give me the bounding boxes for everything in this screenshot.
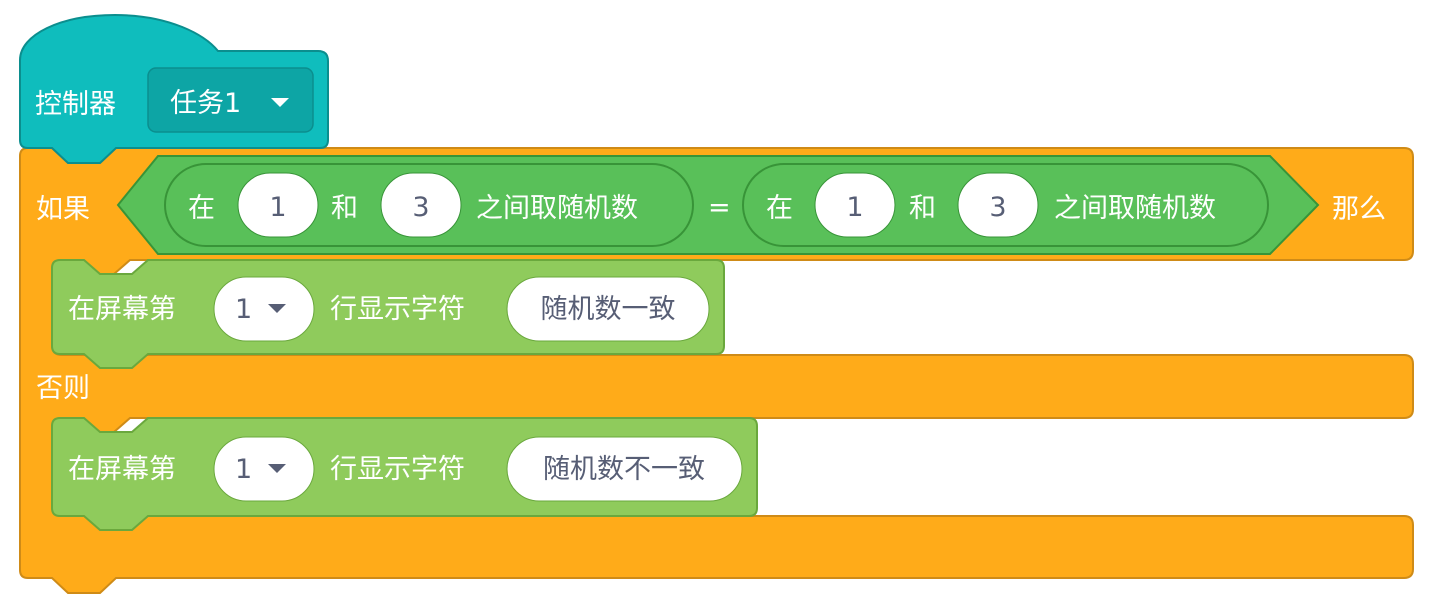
svg-text:1: 1 <box>269 192 286 223</box>
else-display-middle: 行显示字符 <box>330 454 465 485</box>
random-right-to-input[interactable]: 3 <box>957 172 1039 238</box>
task-dropdown[interactable]: 任务1 <box>147 67 314 133</box>
task-dropdown-value: 任务1 <box>170 88 241 119</box>
random-right-from-input[interactable]: 1 <box>814 172 896 238</box>
svg-text:随机数一致: 随机数一致 <box>541 294 676 325</box>
svg-text:3: 3 <box>989 192 1006 223</box>
chevron-down-icon <box>271 98 289 107</box>
hat-label: 控制器 <box>35 89 116 120</box>
random-right-and: 和 <box>909 193 936 224</box>
then-line-value: 1 <box>235 294 252 325</box>
if-label: 如果 <box>36 194 90 225</box>
else-line-dropdown[interactable]: 1 <box>213 436 315 502</box>
chevron-down-icon <box>268 304 286 313</box>
svg-text:随机数不一致: 随机数不一致 <box>543 454 705 485</box>
random-right-prefix: 在 <box>766 193 793 224</box>
equals-sign: = <box>708 192 731 223</box>
svg-text:3: 3 <box>412 192 429 223</box>
else-label: 否则 <box>36 373 90 404</box>
then-display-middle: 行显示字符 <box>330 294 465 325</box>
chevron-down-icon <box>268 464 286 473</box>
else-display-prefix: 在屏幕第 <box>68 454 176 485</box>
random-left-prefix: 在 <box>188 193 215 224</box>
then-display-prefix: 在屏幕第 <box>68 294 176 325</box>
else-line-value: 1 <box>235 454 252 485</box>
random-left-suffix: 之间取随机数 <box>476 193 638 224</box>
then-line-dropdown[interactable]: 1 <box>213 276 315 342</box>
random-reporter-left[interactable]: 在 1 和 3 之间取随机数 <box>164 163 694 247</box>
random-left-and: 和 <box>331 193 358 224</box>
random-right-suffix: 之间取随机数 <box>1054 193 1216 224</box>
else-text-input[interactable]: 随机数不一致 <box>506 436 743 502</box>
svg-text:1: 1 <box>846 192 863 223</box>
random-reporter-right[interactable]: 在 1 和 3 之间取随机数 <box>742 163 1269 247</box>
random-left-to-input[interactable]: 3 <box>380 172 462 238</box>
then-label: 那么 <box>1332 194 1386 225</box>
random-left-from-input[interactable]: 1 <box>237 172 319 238</box>
then-text-input[interactable]: 随机数一致 <box>506 276 710 342</box>
